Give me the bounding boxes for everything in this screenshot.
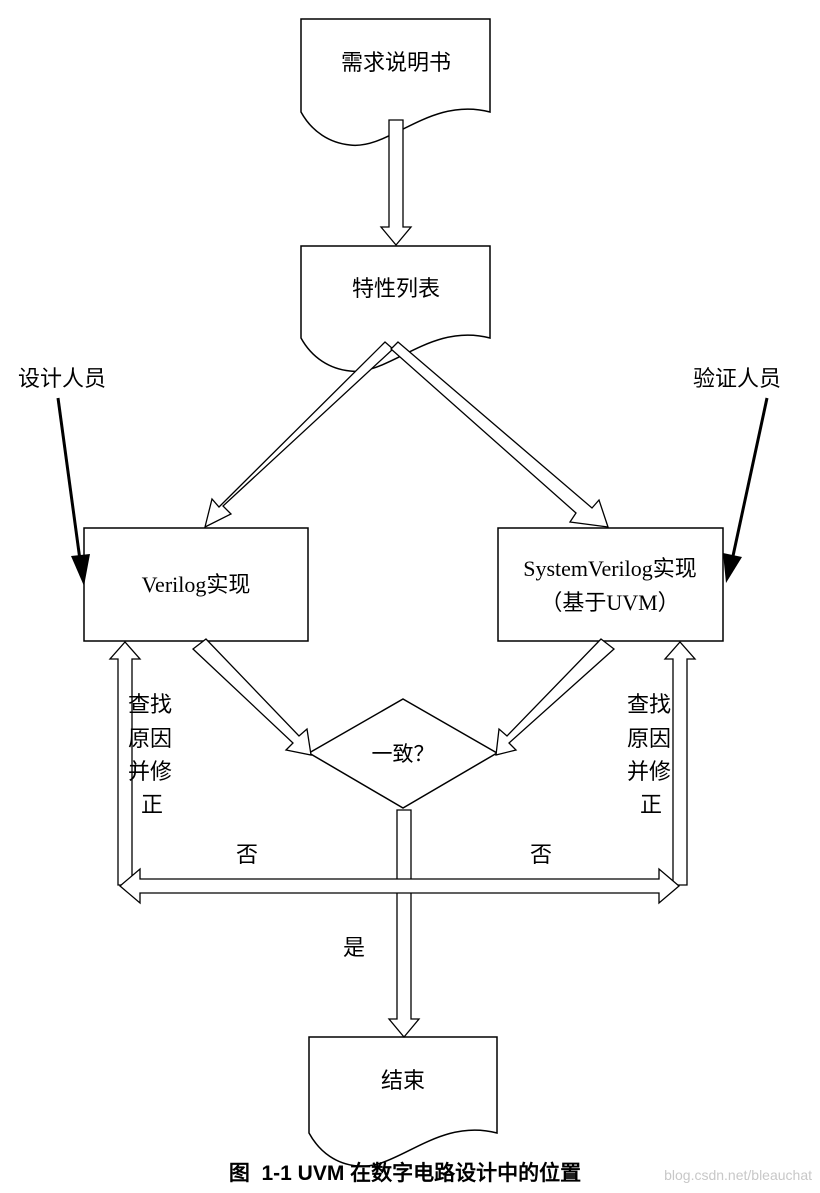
hollow-arrows (108, 119, 697, 1039)
fix-left-line-3: 并修 (128, 759, 172, 784)
designer-label: 设计人员 (18, 366, 106, 391)
verilog-impl-box (83, 527, 309, 642)
feature-list-label: 特性列表 (352, 276, 440, 301)
no-left-label: 否 (236, 842, 258, 867)
end-doc-shape (308, 1036, 498, 1167)
arrow-features-to-verilog (204, 341, 394, 529)
arrow-verilog-to-decision (191, 638, 312, 756)
arrow-systemverilog-to-decision (495, 638, 616, 756)
fix-left-line-4: 正 (141, 792, 163, 817)
arrow-req-to-features (379, 119, 413, 247)
arrow-fix-left (108, 641, 142, 886)
fix-right-line-1: 查找 (627, 692, 671, 717)
end-label: 结束 (381, 1068, 425, 1093)
verilog-impl-label: Verilog实现 (142, 572, 251, 597)
fix-right-line-2: 原因 (627, 726, 671, 751)
requirements-doc-shape (300, 18, 491, 146)
fix-left-label: 查找 原因 并修 正 (128, 692, 172, 817)
yes-label: 是 (343, 935, 365, 960)
systemverilog-impl-box (497, 527, 724, 642)
verifier-arrow-head (723, 553, 742, 583)
fix-left-line-1: 查找 (128, 692, 172, 717)
arrow-no-horizontal (118, 867, 681, 905)
verifier-arrow-shaft (731, 397, 769, 557)
consistent-decision-label: 一致？ (372, 743, 435, 766)
consistent-decision-diamond (307, 698, 499, 809)
verifier-label: 验证人员 (693, 366, 781, 391)
systemverilog-impl-label-line2: （基于UVM） (540, 590, 679, 615)
actor-arrows (56, 397, 769, 586)
figure-caption: 图 1-1 UVM 在数字电路设计中的位置 (229, 1161, 581, 1185)
fix-right-line-3: 并修 (627, 759, 671, 784)
watermark: blog.csdn.net/bleauchat (664, 1167, 812, 1183)
designer-arrow-shaft (56, 397, 82, 561)
requirements-doc-label: 需求说明书 (341, 50, 451, 75)
systemverilog-impl-label-line1: SystemVerilog实现 (523, 556, 697, 581)
arrow-features-to-systemverilog (390, 341, 609, 528)
designer-arrow-head (71, 554, 90, 586)
no-right-label: 否 (530, 842, 552, 867)
fix-right-label: 查找 原因 并修 正 (627, 692, 671, 817)
fix-right-line-4: 正 (640, 792, 662, 817)
arrow-fix-right (663, 641, 697, 886)
arrow-decision-to-end (387, 809, 421, 1039)
fix-left-line-2: 原因 (128, 726, 172, 751)
